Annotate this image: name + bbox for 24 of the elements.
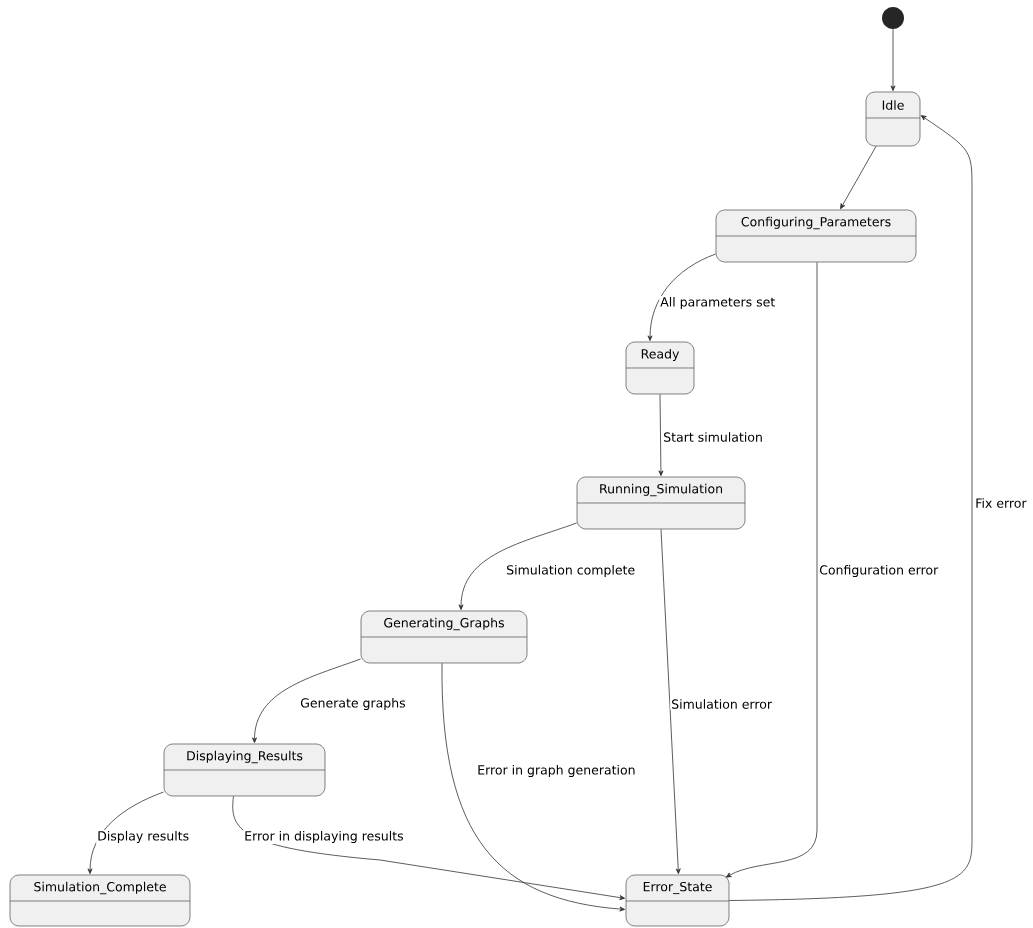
- arrow: [890, 28, 896, 92]
- state-box: Displaying_Results: [163, 743, 326, 797]
- arrow: [658, 393, 664, 477]
- arrow: [647, 253, 717, 342]
- state-box: Idle: [865, 91, 921, 147]
- arrow: [232, 795, 626, 901]
- arrow: [441, 662, 626, 912]
- edge-label: Simulation error: [670, 698, 774, 710]
- edge-label: Fix error: [974, 497, 1028, 509]
- state-box: Ready: [625, 341, 695, 395]
- arrow: [458, 522, 578, 611]
- state-box: Error_State: [625, 874, 730, 927]
- edge-label: Start simulation: [662, 431, 764, 443]
- state-box: Configuring_Parameters: [715, 209, 917, 263]
- arrow: [725, 261, 818, 878]
- arrow: [660, 528, 681, 875]
- initial-state: [882, 7, 904, 29]
- arrow: [728, 115, 973, 901]
- arrow: [840, 145, 877, 210]
- state-box: Generating_Graphs: [360, 610, 528, 664]
- arrow: [252, 658, 362, 744]
- state-box: Simulation_Complete: [9, 874, 191, 927]
- state-box: Running_Simulation: [576, 476, 746, 530]
- arrow: [87, 791, 165, 875]
